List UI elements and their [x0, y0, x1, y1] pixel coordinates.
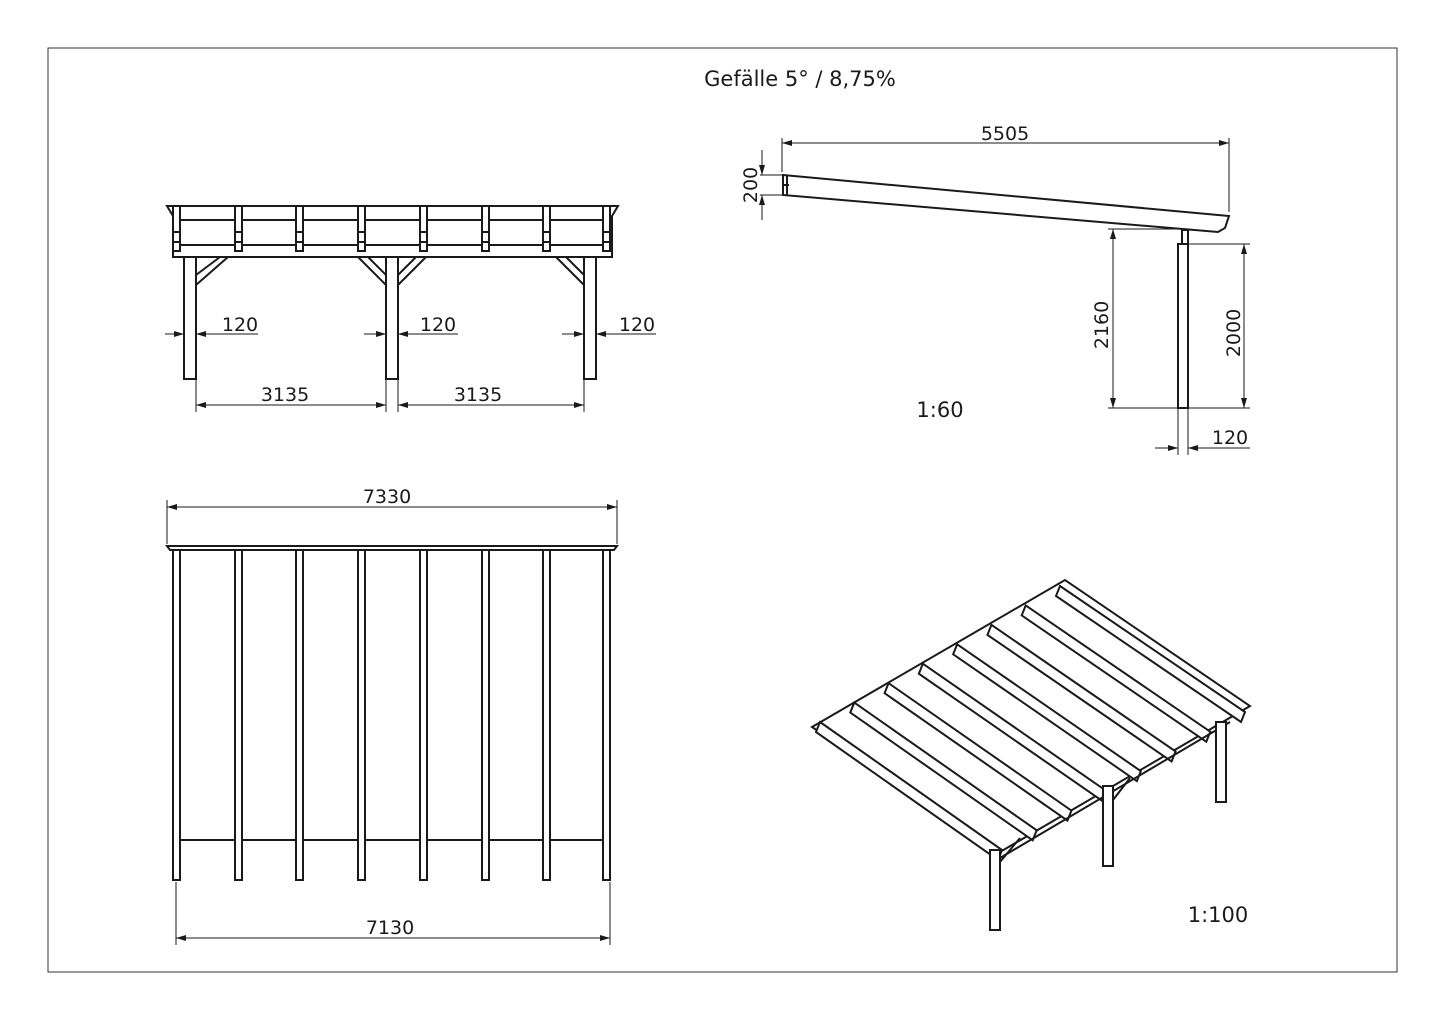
rafter-end	[602, 205, 611, 252]
rafter-notch	[602, 231, 611, 243]
dim-span: 3135	[454, 384, 502, 406]
rafter-end	[481, 205, 490, 252]
post-middle	[385, 256, 399, 380]
rafter-notch	[357, 231, 366, 243]
plan-rafter	[234, 549, 243, 881]
rafter-end	[419, 205, 428, 252]
plan-rafter	[542, 549, 551, 881]
dim-post-width: 120	[222, 314, 258, 336]
plan-rafter	[295, 549, 304, 881]
plan-beam	[165, 545, 619, 551]
plan-rafter	[419, 549, 428, 881]
dim-post-width: 120	[619, 314, 655, 336]
iso-rafter	[1054, 584, 1247, 724]
dim-top-width: 7330	[363, 486, 411, 508]
dim-beam-height: 200	[740, 167, 762, 203]
dim-post-width: 120	[1212, 427, 1248, 449]
iso-rafter	[1020, 603, 1212, 744]
iso-rafter	[883, 681, 1073, 823]
plan-view: 7330 7130	[165, 486, 619, 945]
rafter-notch	[481, 231, 490, 243]
rafter-end	[357, 205, 366, 252]
post-left	[183, 256, 197, 380]
plan-rafter	[602, 549, 611, 881]
iso-rafters	[814, 584, 1247, 862]
side-post	[1177, 243, 1189, 409]
iso-rafter	[849, 701, 1038, 842]
post-right	[583, 256, 597, 380]
drawing-frame	[47, 47, 1398, 973]
brace	[397, 256, 427, 286]
rafter-notch	[295, 231, 304, 243]
dim-bottom-width: 7130	[366, 917, 414, 939]
scale-label: 1:60	[916, 398, 963, 422]
rafter-notch	[234, 231, 243, 243]
iso-front-beam	[999, 721, 1231, 859]
dim-length: 5505	[981, 123, 1029, 145]
plan-rafter	[172, 549, 181, 881]
plan-rafter	[481, 549, 490, 881]
dim-total-height: 2160	[1091, 301, 1113, 349]
side-rafter	[782, 173, 1231, 234]
dim-post-width: 120	[420, 314, 456, 336]
rafter-end	[542, 205, 551, 252]
rafter-notch	[542, 231, 551, 243]
plan-rafters	[172, 549, 611, 881]
front-rafter-ends	[172, 205, 611, 252]
scale-label: 1:100	[1188, 903, 1249, 927]
iso-post	[989, 849, 1001, 931]
iso-post	[1102, 785, 1114, 867]
iso-post	[1215, 721, 1227, 803]
brace	[555, 256, 585, 286]
brace	[357, 256, 387, 286]
rafter-end	[172, 205, 181, 252]
side-connector	[1181, 229, 1189, 245]
slope-title: Gefälle 5° / 8,75%	[704, 67, 896, 91]
iso-view: 1:100	[810, 578, 1252, 931]
rafter-end	[234, 205, 243, 252]
dim-span: 3135	[261, 384, 309, 406]
plan-rafter	[357, 549, 366, 881]
front-view: 120 120 120 3135 3135	[165, 205, 656, 412]
dim-post-height: 2000	[1223, 309, 1245, 357]
rafter-notch	[172, 231, 181, 243]
iso-rafter	[951, 642, 1143, 783]
rafter-end	[295, 205, 304, 252]
side-view: 5505 200 2160 2000 120 1:60	[740, 123, 1250, 455]
rafter-notch	[419, 231, 428, 243]
iso-rafter	[986, 623, 1177, 763]
brace	[195, 256, 229, 286]
